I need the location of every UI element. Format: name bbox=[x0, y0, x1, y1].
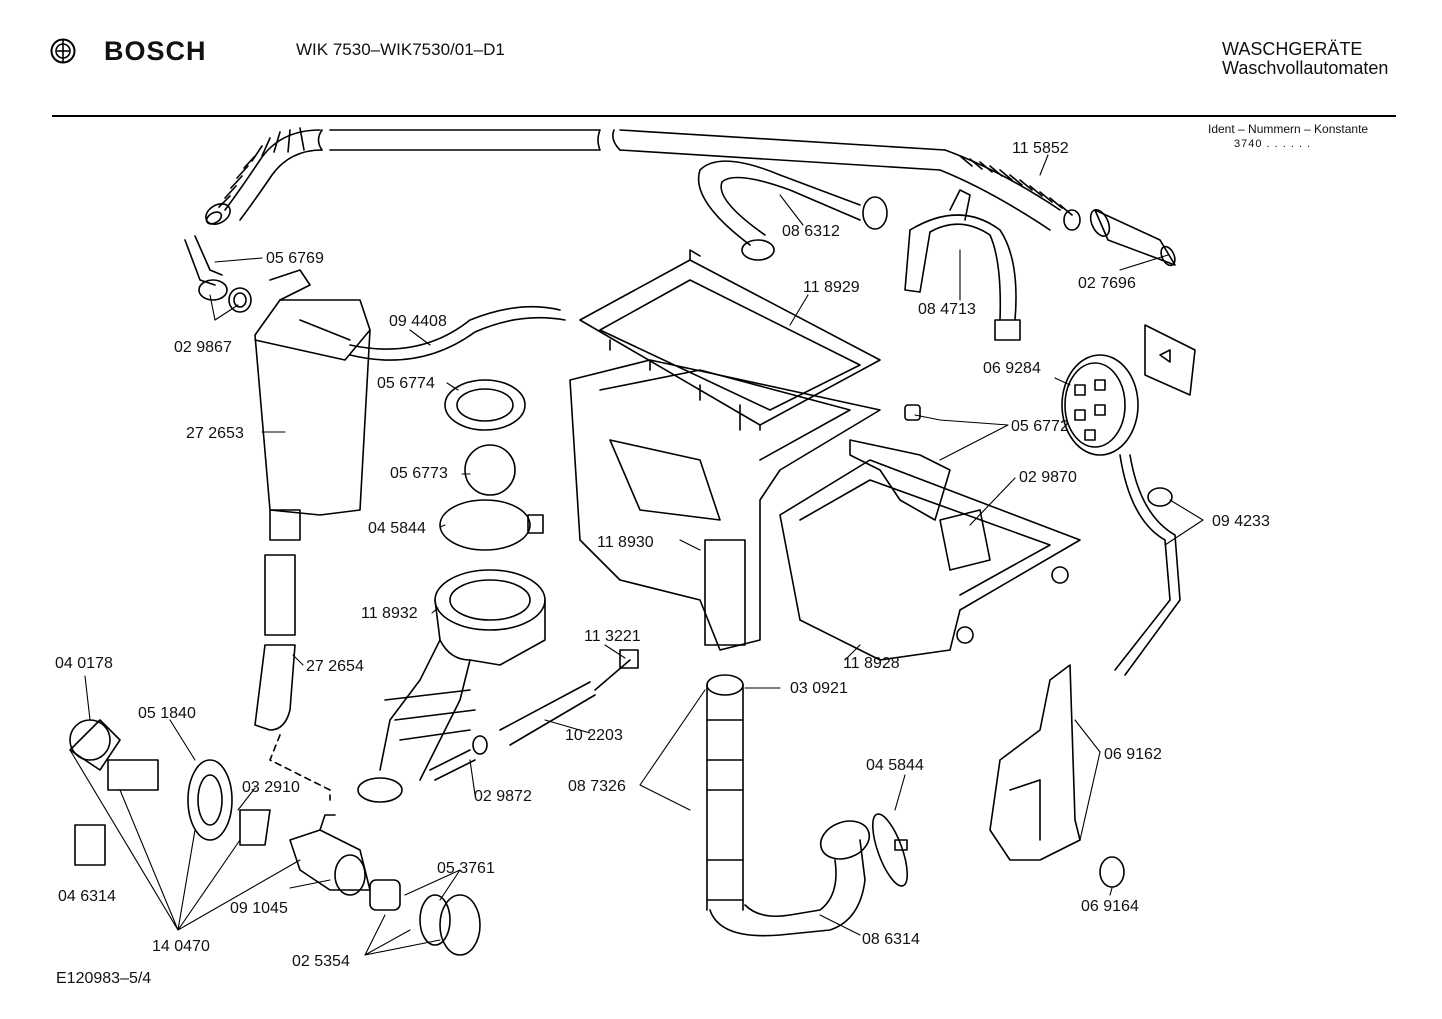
bracket-plate-drawing bbox=[989, 664, 1125, 888]
hose-clamp-bracket-drawing bbox=[904, 189, 1021, 341]
part-number-label: 04 6314 bbox=[58, 888, 116, 905]
part-number-label: 08 7326 bbox=[568, 778, 626, 795]
heater-rod-drawing bbox=[429, 649, 639, 781]
part-number-label: 03 2910 bbox=[242, 779, 300, 796]
part-number-label: 08 6314 bbox=[862, 931, 920, 948]
ident-label: Ident – Nummern – Konstante bbox=[1208, 122, 1369, 136]
small-cap-drawing bbox=[904, 404, 921, 421]
part-number-label: 02 5354 bbox=[292, 953, 350, 970]
leader-lines bbox=[69, 154, 1204, 956]
dispenser-drawer-drawing bbox=[779, 439, 1081, 661]
part-number-label: 04 5844 bbox=[368, 520, 426, 537]
part-number-label: 02 7696 bbox=[1078, 275, 1136, 292]
seal-ball-clamp-drawing bbox=[439, 379, 544, 551]
drain-hose-corrugated-end-drawing bbox=[205, 127, 323, 225]
drain-hose-long-drawing bbox=[317, 129, 1081, 231]
brand-name: BOSCH bbox=[104, 36, 207, 66]
drain-pipe-vertical-drawing bbox=[706, 674, 744, 911]
fill-hose-u-drawing bbox=[697, 160, 888, 261]
part-number-label: 27 2653 bbox=[186, 425, 244, 442]
drain-elbow-drawing bbox=[709, 820, 871, 937]
clamp-ring-drawing bbox=[871, 813, 909, 887]
pressure-switch-drawing bbox=[1061, 324, 1196, 456]
part-number-label: 11 8929 bbox=[803, 279, 860, 296]
part-number-label: 08 6312 bbox=[782, 223, 840, 240]
header-rule bbox=[52, 115, 1396, 117]
part-number-label: 09 1045 bbox=[230, 900, 288, 917]
part-number-label: 11 8928 bbox=[843, 655, 900, 672]
part-number-label: 04 5844 bbox=[866, 757, 924, 774]
part-number-label: 05 6769 bbox=[266, 250, 324, 267]
part-number-label: 09 4408 bbox=[389, 313, 447, 330]
model-title: WIK 7530–WIK7530/01–D1 bbox=[296, 40, 505, 59]
sump-funnel-drawing bbox=[357, 569, 546, 803]
document-reference: E120983–5/4 bbox=[56, 970, 152, 987]
dispenser-housing-drawing bbox=[569, 359, 881, 651]
part-number-label: 05 6774 bbox=[377, 375, 435, 392]
fill-tube-drawing bbox=[349, 305, 566, 361]
pressure-hose-drawing bbox=[1114, 454, 1181, 676]
pump-assembly-drawing bbox=[69, 719, 481, 956]
part-number-label: 04 0178 bbox=[55, 655, 113, 672]
part-number-label: 11 5852 bbox=[1012, 140, 1069, 157]
part-number-label: 10 2203 bbox=[565, 727, 623, 744]
part-number-label: 02 9870 bbox=[1019, 469, 1077, 486]
dispenser-lid-drawing bbox=[579, 249, 881, 431]
page-header: BOSCH WIK 7530–WIK7530/01–D1 WASCHGERÄTE… bbox=[0, 0, 1442, 150]
part-number-label: 06 9162 bbox=[1104, 746, 1162, 763]
category-subtitle: Waschvollautomaten bbox=[1222, 58, 1389, 78]
category-title: WASCHGERÄTE bbox=[1222, 39, 1363, 59]
part-number-label: 05 1840 bbox=[138, 705, 196, 722]
detergent-chamber-drawing bbox=[254, 269, 371, 541]
part-number-label: 05 6773 bbox=[390, 465, 448, 482]
part-number-label: 06 9164 bbox=[1081, 898, 1139, 915]
ident-value: 3740 . . . . . . bbox=[1234, 138, 1312, 150]
part-number-label: 09 4233 bbox=[1212, 513, 1270, 530]
part-number-label: 02 9872 bbox=[474, 788, 532, 805]
part-number-label: 11 8932 bbox=[361, 605, 418, 622]
part-labels: 11 5852 05 6769 08 6312 11 8929 08 4713 … bbox=[55, 140, 1270, 970]
part-number-label: 06 9284 bbox=[983, 360, 1041, 377]
part-number-label: 03 0921 bbox=[790, 680, 848, 697]
connector-elbow-drawing bbox=[184, 235, 252, 313]
part-number-label: 05 3761 bbox=[437, 860, 495, 877]
part-number-label: 11 8930 bbox=[597, 534, 654, 551]
connector-hose-drawing bbox=[254, 554, 331, 801]
part-number-label: 14 0470 bbox=[152, 938, 210, 955]
part-number-label: 08 4713 bbox=[918, 301, 976, 318]
part-number-label: 02 9867 bbox=[174, 339, 232, 356]
part-number-label: 11 3221 bbox=[584, 628, 641, 645]
bosch-logo-icon bbox=[50, 38, 76, 64]
part-number-label: 27 2654 bbox=[306, 658, 364, 675]
part-number-label: 05 6772 bbox=[1011, 418, 1069, 435]
hose-connector-drawing bbox=[1089, 209, 1176, 267]
